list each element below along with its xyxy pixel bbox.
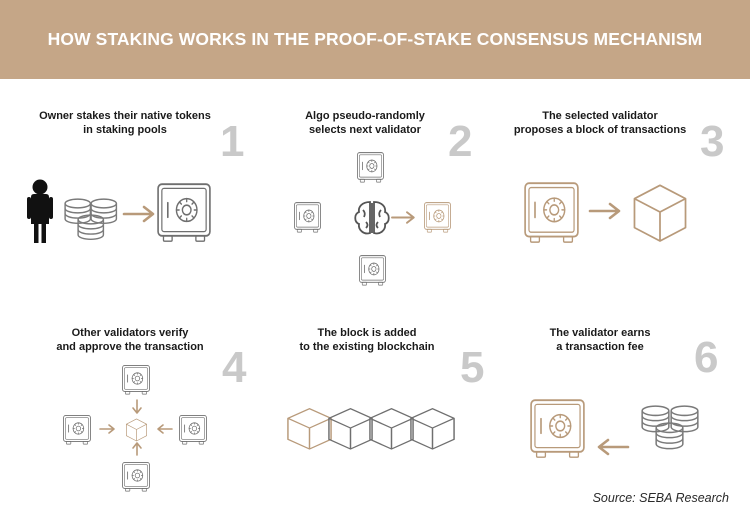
arrow-icon: [122, 205, 155, 223]
step-4-caption: Other validators verify and approve the …: [56, 327, 204, 353]
block-cube-icon: [287, 407, 332, 450]
title-banner: HOW STAKING WORKS IN THE PROOF-OF-STAKE …: [0, 0, 750, 79]
step-2-caption: Algo pseudo-randomly selects next valida…: [305, 110, 425, 136]
step-6-number: 6: [694, 333, 719, 382]
safe-icon: [530, 399, 585, 459]
person-icon: [27, 179, 53, 243]
page-title: HOW STAKING WORKS IN THE PROOF-OF-STAKE …: [47, 29, 703, 49]
source-note: Source: SEBA Research: [592, 491, 729, 505]
arrow-icon: [588, 202, 621, 220]
step-2-number: 2: [448, 117, 473, 166]
step-3-number: 3: [700, 117, 725, 166]
arrow-icon: [99, 399, 173, 456]
safe-icon: [424, 202, 451, 233]
step-5-number: 5: [460, 343, 485, 392]
block-cube-icon: [126, 418, 147, 442]
step-3-caption: The selected validator proposes a block …: [513, 110, 687, 136]
brain-icon: [354, 201, 390, 235]
step-1-caption: Owner stakes their native tokens in stak…: [39, 110, 211, 136]
step-5-caption: The block is added to the existing block…: [299, 327, 435, 353]
block-cube-icon: [328, 407, 455, 450]
arrow-icon: [391, 211, 415, 224]
step-6-caption: The validator earns a transaction fee: [549, 327, 651, 353]
safe-icon: [524, 182, 579, 244]
arrow-icon: [597, 438, 630, 456]
coin-stack-icon: [64, 198, 118, 241]
coin-stack-icon: [641, 405, 699, 450]
block-cube-icon: [633, 184, 687, 242]
safe-icon: [157, 183, 211, 243]
step-1-number: 1: [220, 117, 245, 166]
step-4-number: 4: [222, 343, 247, 392]
